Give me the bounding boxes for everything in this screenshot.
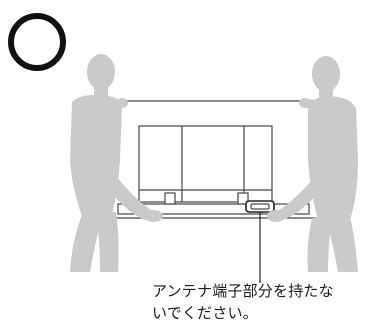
person-right-head (312, 56, 340, 92)
person-left-lower-arm (88, 140, 158, 222)
left-hand-top (116, 98, 128, 108)
caption-line-1: アンテナ端子部分を持たな (152, 282, 334, 300)
right-hand-grip (267, 210, 285, 222)
person-right-lower-arm (272, 140, 346, 222)
tv-foot-right (237, 192, 249, 205)
tv-base-bar (117, 203, 310, 215)
correct-circle-icon (8, 13, 66, 71)
antenna-warning-caption: アンテナ端子部分を持たな いでください。 (152, 280, 367, 324)
person-left (70, 54, 158, 272)
right-hand-top (299, 98, 311, 108)
person-right (272, 56, 358, 272)
tv-rear-cabinet (138, 125, 273, 203)
caption-line-2: いでください。 (152, 304, 258, 322)
person-right-legs (307, 216, 358, 272)
left-hand-grip (145, 210, 163, 222)
tv-set (112, 100, 317, 219)
person-left-head (87, 54, 115, 90)
person-left-legs (70, 212, 119, 272)
antenna-terminal-inner (250, 203, 270, 210)
tv-foot-left (164, 192, 176, 205)
